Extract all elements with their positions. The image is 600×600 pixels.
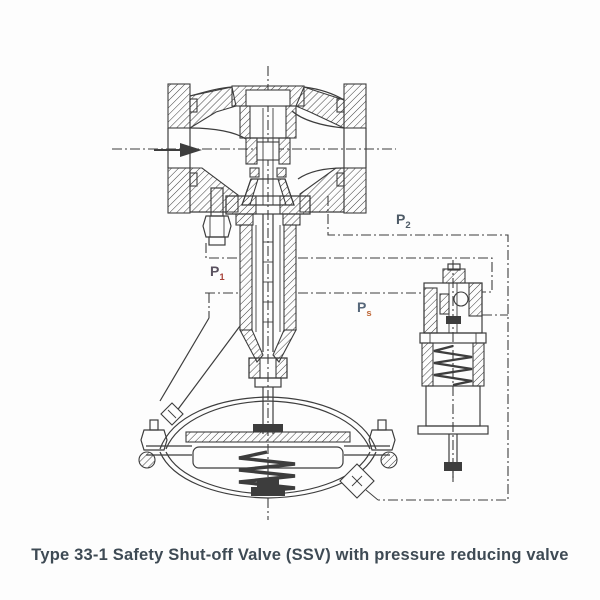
signal-line-p2 [327, 196, 509, 501]
signal-line-p1-to-pilot [298, 257, 493, 293]
pressure-tap-bolt [202, 187, 232, 246]
pilot-spring [433, 344, 473, 387]
valve-schematic: P1 P2 Ps [112, 66, 509, 520]
label-ps: Ps [357, 299, 372, 319]
actuator-spring [238, 450, 296, 496]
label-p1: P1 [210, 263, 225, 283]
left-clamp-bolt [138, 419, 168, 469]
flow-arrow-icon [154, 143, 202, 157]
diaphragm-actuator [138, 396, 398, 499]
label-p2: P2 [396, 211, 411, 231]
right-clamp-bolt [368, 419, 398, 469]
valve-body [167, 83, 367, 246]
yoke-tube [159, 317, 241, 426]
figure-caption: Type 33-1 Safety Shut-off Valve (SSV) wi… [31, 546, 569, 564]
signal-lines [205, 196, 509, 501]
bonnet [235, 213, 301, 434]
signal-port-connector [339, 463, 375, 499]
pilot-reducing-valve [417, 260, 489, 482]
pressure-labels: P1 P2 Ps [210, 211, 411, 319]
signal-line-p1 [205, 243, 240, 259]
